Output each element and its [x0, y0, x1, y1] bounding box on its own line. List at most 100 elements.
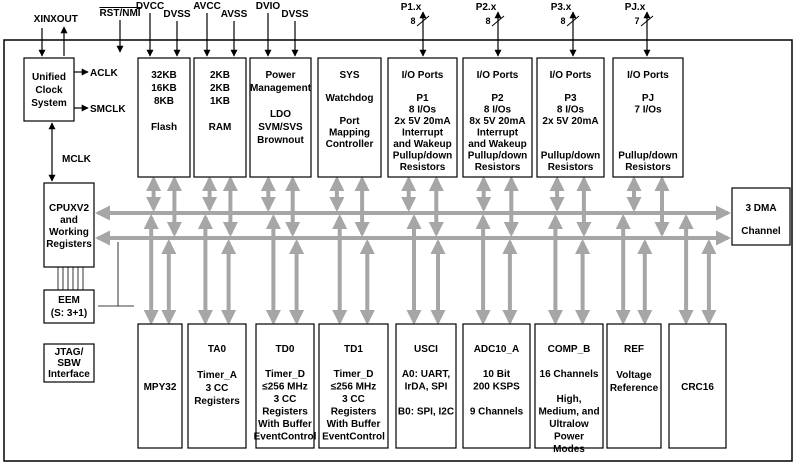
top-p3-box	[536, 57, 605, 178]
bottom-td0-line-4: ≤256 MHz	[262, 382, 308, 393]
top-p1-line-4: 8 I/Os	[409, 105, 437, 116]
top-power-line-1: Power	[265, 70, 295, 81]
top-p2-line-5: 8x 5V 20mA	[469, 116, 525, 127]
bottom-crc16-box	[668, 323, 727, 449]
top-p1-line-1: I/O Ports	[402, 70, 444, 81]
bottom-td1-line-8: EventControl	[322, 432, 385, 443]
bottom-mpy32-box	[137, 323, 183, 449]
top-flash-line-3: 8KB	[154, 96, 174, 107]
port-p3-label: P3.x	[551, 2, 572, 13]
aclk-label: ACLK	[90, 68, 119, 79]
eem-line-2: (S: 3+1)	[51, 308, 87, 319]
bottom-adc10-line-6: 9 Channels	[470, 407, 524, 418]
top-ram-line-3: 1KB	[210, 96, 230, 107]
dma-line-2: Channel	[741, 226, 781, 237]
port-p2-width: 8	[485, 16, 490, 26]
bottom-compb-line-5: High,	[557, 394, 582, 405]
bottom-compb-line-7: Ultralow	[549, 419, 589, 430]
top-p3-line-1: I/O Ports	[550, 70, 592, 81]
pin-dvcc-label: DVCC	[136, 1, 164, 12]
bottom-adc10-box	[462, 323, 531, 449]
top-pj-line-1: I/O Ports	[627, 70, 669, 81]
top-sys-line-5: Port	[340, 116, 361, 127]
port-0-bus-slash	[416, 15, 430, 27]
clock-line-3: System	[31, 98, 67, 109]
clock-line-1: Unified	[32, 72, 66, 83]
top-p1-line-7: and Wakeup	[393, 139, 452, 150]
top-pj-line-9: Resistors	[625, 162, 671, 173]
bottom-usci-line-4: IrDA, SPI	[405, 382, 448, 393]
bottom-compb-line-9: Modes	[553, 444, 585, 455]
bottom-td1-line-1: TD1	[344, 344, 363, 355]
port-p3-width: 8	[560, 16, 565, 26]
cpu-eem-links	[57, 242, 134, 307]
top-flash-box	[137, 57, 191, 178]
bottom-ta0-line-3: Timer_A	[197, 370, 237, 381]
top-p2-line-1: I/O Ports	[477, 70, 519, 81]
top-p3-line-3: P3	[564, 93, 577, 104]
mclk-label: MCLK	[62, 154, 92, 165]
bottom-usci-line-6: B0: SPI, I2C	[398, 407, 454, 418]
bottom-td0-line-1: TD0	[276, 344, 295, 355]
top-p3-line-8: Pullup/down	[541, 151, 600, 162]
top-p2-line-4: 8 I/Os	[484, 105, 512, 116]
bottom-compb-line-6: Medium, and	[538, 407, 599, 418]
clock-line-2: Clock	[35, 85, 63, 96]
top-power-line-2: Management	[250, 83, 312, 94]
jtag-line-2: SBW	[57, 358, 81, 369]
pin-avcc-label: AVCC	[193, 1, 221, 12]
top-p2-line-6: Interrupt	[477, 128, 519, 139]
pin-dvss2-label: DVSS	[281, 9, 309, 20]
bottom-compb-box	[534, 323, 604, 449]
top-flash-line-5: Flash	[151, 122, 177, 133]
top-flash-line-2: 16KB	[151, 83, 177, 94]
bottom-td1-line-5: 3 CC	[342, 394, 365, 405]
bottom-ref-line-4: Reference	[610, 383, 659, 394]
bottom-usci-line-1: USCI	[414, 344, 438, 355]
bus-layer	[95, 176, 731, 325]
bottom-mpy32-line-1: MPY32	[144, 382, 177, 393]
top-flash-line-1: 32KB	[151, 70, 177, 81]
clock-system-box	[23, 57, 75, 122]
bottom-ref-line-3: Voltage	[616, 370, 652, 381]
top-ram-box	[193, 57, 247, 178]
top-power-line-5: SVM/SVS	[258, 122, 303, 133]
top-p3-line-9: Resistors	[548, 162, 594, 173]
top-p2-line-8: Pullup/down	[468, 151, 527, 162]
top-sys-box	[317, 57, 382, 178]
pin-rst-nmi-label: RST/NMI	[99, 8, 140, 19]
top-ram-line-1: 2KB	[210, 70, 230, 81]
dma-box	[731, 187, 791, 246]
bottom-compb-line-1: COMP_B	[548, 344, 591, 355]
top-p1-line-8: Pullup/down	[393, 151, 452, 162]
top-pj-box	[612, 57, 684, 178]
top-power-line-6: Brownout	[257, 135, 304, 146]
top-p3-line-4: 8 I/Os	[557, 105, 585, 116]
top-ram-line-5: RAM	[209, 122, 232, 133]
bottom-usci-box	[395, 323, 457, 449]
port-p2-label: P2.x	[476, 2, 497, 13]
bottom-ta0-line-5: Registers	[194, 396, 240, 407]
port-2-bus-slash	[566, 15, 580, 27]
port-pj-width: 7	[634, 16, 639, 26]
bottom-td0-line-5: 3 CC	[274, 394, 297, 405]
port-pj-label: PJ.x	[625, 2, 646, 13]
bottom-td0-line-8: EventControl	[254, 432, 317, 443]
port-p1-width: 8	[410, 16, 415, 26]
smclk-label: SMCLK	[90, 104, 126, 115]
top-sys-line-7: Controller	[326, 139, 374, 150]
top-pj-line-4: 7 I/Os	[634, 105, 662, 116]
top-p1-box	[387, 57, 458, 178]
bottom-adc10-line-4: 200 KSPS	[473, 382, 520, 393]
top-p1-line-6: Interrupt	[402, 128, 444, 139]
cpu-box	[43, 182, 95, 268]
bottom-adc10-line-3: 10 Bit	[483, 369, 511, 380]
top-pj-line-8: Pullup/down	[618, 151, 677, 162]
bottom-td0-line-3: Timer_D	[265, 369, 305, 380]
cpu-line-2: and	[60, 215, 78, 226]
jtag-line-1: JTAG/	[55, 347, 84, 358]
bottom-ref-line-1: REF	[624, 344, 644, 355]
bottom-td0-line-7: With Buffer	[258, 419, 312, 430]
